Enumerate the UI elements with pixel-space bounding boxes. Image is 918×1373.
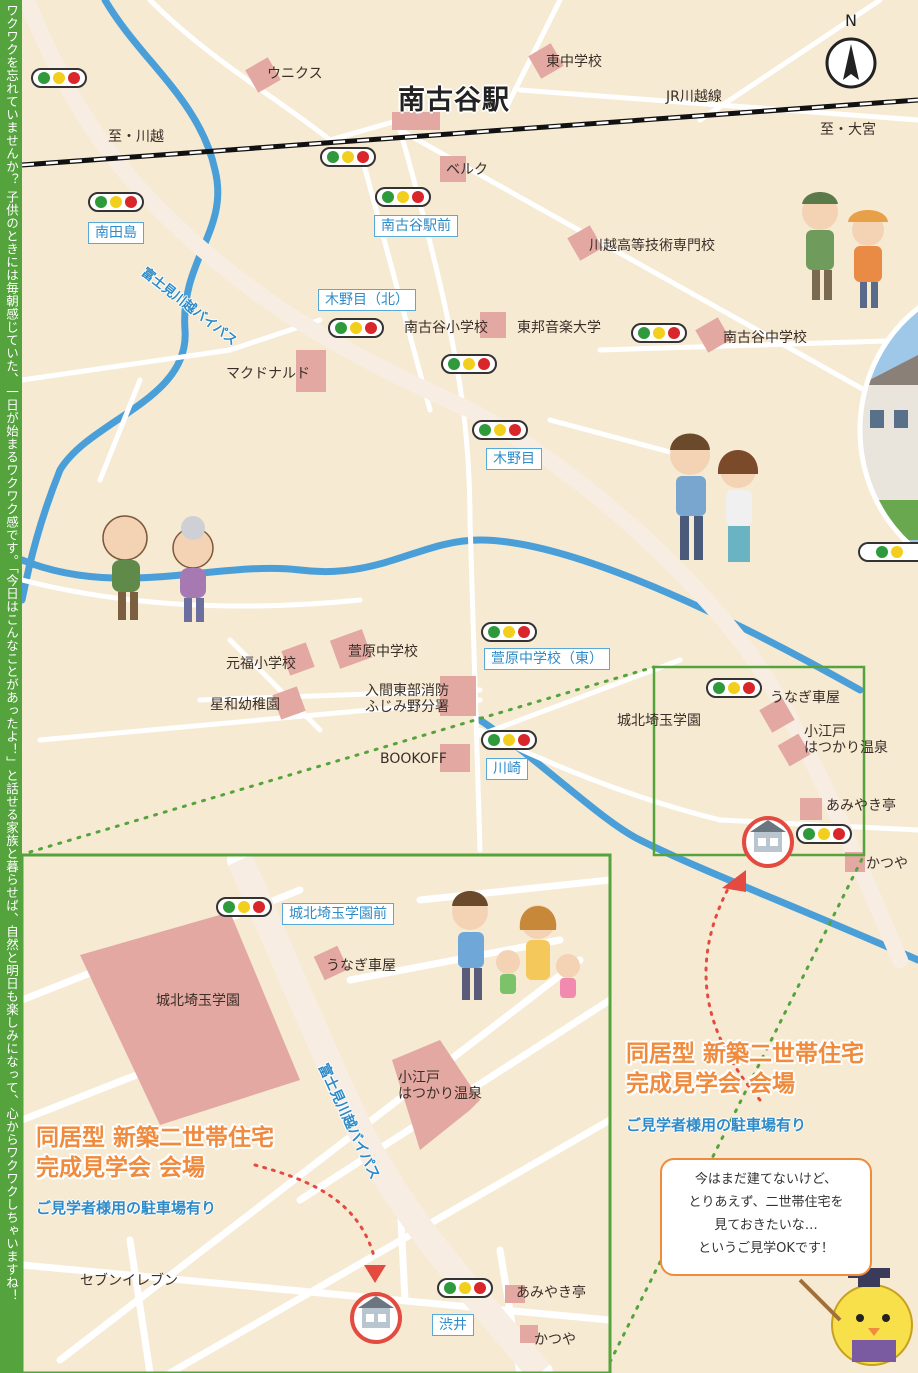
bubble-line: というご見学OKです！ xyxy=(698,1241,834,1256)
landmark-label: ウニクス xyxy=(267,66,323,82)
landmark-label: 小江戸 はつかり温泉 xyxy=(804,724,888,757)
landmark-label: 城北埼玉学園 xyxy=(617,713,701,729)
compass-icon xyxy=(825,37,877,89)
inset-landmark-label: かつや xyxy=(534,1332,576,1348)
inset-map xyxy=(20,853,612,1373)
house-marker-icon xyxy=(742,816,794,868)
landmark-label: 川越高等技術専門校 xyxy=(589,238,715,254)
inset-landmark-label: 城北埼玉学園 xyxy=(156,993,240,1009)
intersection-label: 城北埼玉学園前 xyxy=(282,903,394,925)
house-photo xyxy=(857,305,918,555)
traffic-signal-icon xyxy=(328,318,384,338)
intersection-label: 木野目（北） xyxy=(318,289,416,311)
landmark-label: 萱原中学校 xyxy=(348,644,418,660)
intersection-label: 川崎 xyxy=(486,758,528,780)
elderly-couple-illustration xyxy=(102,515,214,622)
speech-bubble: 今はまだ建てないけど、 とりあえず、二世帯住宅を 見ておきたいな… というご見学… xyxy=(660,1158,872,1276)
railway xyxy=(21,97,918,168)
venue-parking: ご見学者様用の駐車場有り xyxy=(626,1116,807,1134)
intersection-label: 木野目 xyxy=(486,448,542,470)
landmark-label: 元福小学校 xyxy=(226,656,296,672)
bubble-line: 今はまだ建てないけど、 xyxy=(694,1172,838,1187)
traffic-signal-icon xyxy=(441,354,497,374)
landmark-label: 星和幼稚園 xyxy=(210,697,280,713)
traffic-signal-icon xyxy=(31,68,87,88)
compass-label: N xyxy=(845,11,857,30)
inset-landmark-label: あみやき亭 xyxy=(516,1285,586,1301)
traffic-signal-icon xyxy=(437,1278,493,1298)
landmark-label: 東邦音楽大学 xyxy=(517,320,601,336)
landmark-label: 南古谷中学校 xyxy=(723,330,807,346)
traffic-signal-icon xyxy=(796,824,852,844)
venue-title-line2: 完成見学会 会場 xyxy=(626,1071,796,1097)
traffic-signal-icon xyxy=(216,897,272,917)
landmark-label: マクドナルド xyxy=(226,366,310,382)
landmark-label: BOOKOFF xyxy=(380,751,447,767)
traffic-signal-icon xyxy=(631,323,687,343)
landmark-label: うなぎ車屋 xyxy=(770,690,840,706)
venue-title-line2: 完成見学会 会場 xyxy=(36,1155,206,1181)
rail-line-name: JR川越線 xyxy=(666,89,722,105)
traffic-signal-icon xyxy=(481,730,537,750)
landmark-label: 南古谷小学校 xyxy=(404,320,488,336)
sidebar-message: ワクワクを忘れていませんか？ 子供のときには毎朝感じていた、一日が始まるワクワク… xyxy=(0,0,22,1373)
landmark-label: ベルク xyxy=(446,162,488,178)
inset-landmark-label: 小江戸 はつかり温泉 xyxy=(398,1070,482,1103)
sidebar-text: ワクワクを忘れていませんか？ 子供のときには毎朝感じていた、一日が始まるワクワク… xyxy=(4,4,19,1303)
traffic-signal-icon xyxy=(858,542,918,562)
station-building xyxy=(392,112,440,130)
intersection-label: 渋井 xyxy=(432,1314,474,1336)
station-name: 南古谷駅 xyxy=(398,85,510,116)
route-dots xyxy=(253,883,762,1262)
bubble-line: 見ておきたいな… xyxy=(714,1218,818,1233)
traffic-signal-icon xyxy=(706,678,762,698)
venue-title-line1: 同居型 新築二世帯住宅 xyxy=(36,1125,275,1151)
river xyxy=(18,0,918,964)
rail-direction-right: 至・大宮 xyxy=(820,122,876,138)
venue-parking: ご見学者様用の駐車場有り xyxy=(36,1199,217,1217)
chick-mascot-illustration xyxy=(798,1268,913,1366)
inset-landmark-label: セブンイレブン xyxy=(80,1273,178,1289)
traffic-signal-icon xyxy=(472,420,528,440)
buildings xyxy=(245,43,865,872)
traffic-signal-icon xyxy=(88,192,144,212)
house-marker-icon xyxy=(350,1292,402,1344)
farmer-couple-illustration xyxy=(802,192,888,308)
bubble-line: とりあえず、二世帯住宅を xyxy=(688,1195,844,1210)
zoom-lines xyxy=(28,665,866,1364)
intersection-label: 南古谷駅前 xyxy=(374,215,458,237)
young-couple-illustration xyxy=(670,433,759,562)
inset-landmark-label: うなぎ車屋 xyxy=(326,958,396,974)
traffic-signal-icon xyxy=(375,187,431,207)
venue-title-line1: 同居型 新築二世帯住宅 xyxy=(626,1041,865,1067)
landmark-label: あみやき亭 xyxy=(826,798,896,814)
rail-direction-left: 至・川越 xyxy=(108,129,164,145)
family-illustration xyxy=(452,891,580,1000)
landmark-label: 入間東部消防 ふじみ野分署 xyxy=(365,683,449,716)
intersection-label: 南田島 xyxy=(88,222,144,244)
traffic-signal-icon xyxy=(481,622,537,642)
landmark-label: かつや xyxy=(866,856,908,872)
landmark-label: 東中学校 xyxy=(546,54,602,70)
intersection-label: 萱原中学校（東） xyxy=(484,648,610,670)
traffic-signal-icon xyxy=(320,147,376,167)
arrow-down-icon xyxy=(364,1265,386,1283)
arrow-down-icon xyxy=(722,870,746,892)
